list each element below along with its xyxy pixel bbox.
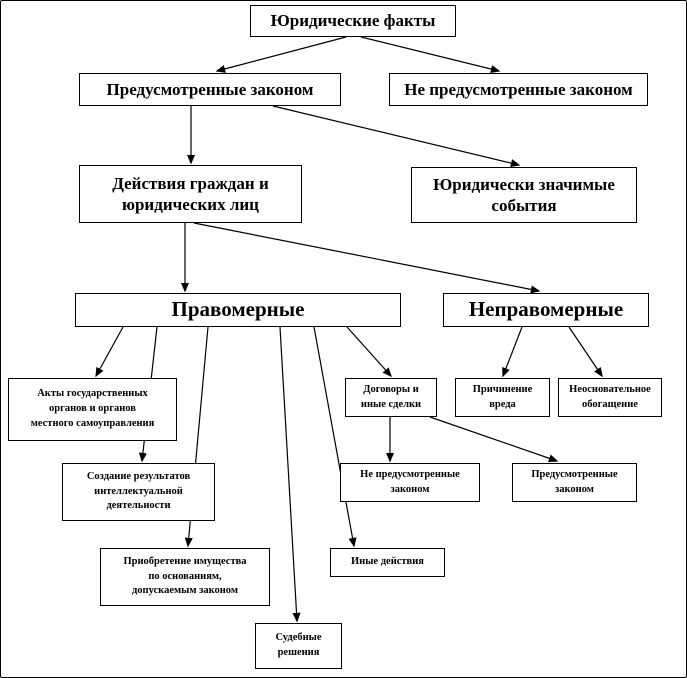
node-intellectual-results: Создание результатов интеллектуальной де… [62,463,215,521]
node-not-provided-by-law: Не предусмотренные законом [389,73,648,106]
node-property-acquisition: Приобретение имущества по основаниям, до… [100,548,270,606]
edge-lawful-otheractions [313,326,357,548]
node-lawful: Правомерные [75,293,401,327]
edge-legalfacts-notprovided [360,36,501,73]
edge-legalfacts-provided [215,36,347,73]
edge-lawful-contracts [346,326,392,378]
edge-lawful-court [279,326,301,623]
edge-unlawful-enrichment [568,326,603,378]
node-deals-provided: Предусмотренные законом [512,463,637,502]
node-causing-harm: Причинение вреда [455,378,550,417]
node-contracts: Договоры и иные сделки [345,378,437,417]
edge-unlawful-harm [502,326,523,378]
node-provided-by-law: Предусмотренные законом [79,73,341,106]
node-other-actions: Иные действия [330,548,445,577]
node-deals-not-provided: Не предусмотренные законом [340,463,480,502]
node-state-acts: Акты государственных органов и органов м… [8,378,177,441]
node-legal-events: Юридически значимые события [411,167,637,223]
edge-lawful-stateacts [95,326,124,378]
node-legal-facts: Юридические факты [250,5,456,37]
node-citizens-actions: Действия граждан и юридических лиц [79,165,302,223]
edge-contracts-provided [429,416,559,463]
edge-provided-events [272,105,521,168]
edge-actions-unlawful [193,222,541,294]
node-unlawful: Неправомерные [443,293,649,327]
node-unjust-enrichment: Неосновательное обогащение [558,378,662,417]
node-court-decisions: Судебные решения [255,623,342,669]
